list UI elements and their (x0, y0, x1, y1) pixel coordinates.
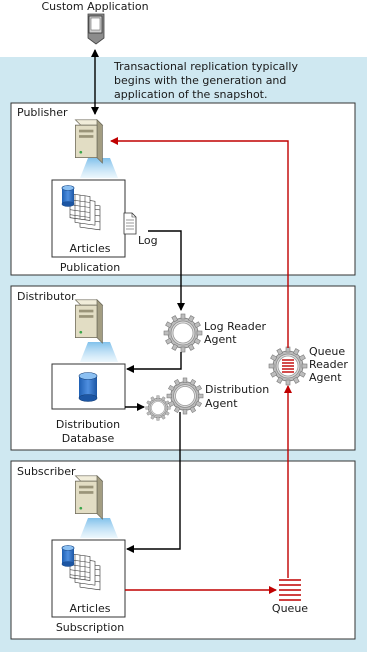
log-reader-line-2: Agent (204, 333, 237, 346)
subscriber-beam (80, 518, 118, 538)
distribution-agent-line-2: Agent (205, 397, 238, 410)
distributor-title: Distributor (17, 290, 76, 303)
distribution-db-line-1: Distribution (56, 418, 120, 431)
subscriber-articles-label: Articles (69, 602, 110, 615)
publisher-server-icon (74, 119, 103, 164)
database-icon (78, 372, 98, 402)
queue-reader-line-1: Queue (309, 345, 345, 358)
queue-reader-agent-gear-icon (268, 346, 308, 386)
subscriber-title: Subscriber (17, 465, 76, 478)
distribution-agent-line-1: Distribution (205, 383, 269, 396)
publisher-beam (80, 158, 118, 178)
distribution-agent-to-subscriber-arrow (126, 412, 181, 553)
queue-label: Queue (272, 602, 308, 615)
subscriber-server-icon (74, 475, 103, 520)
queue-reader-line-2: Reader (309, 358, 348, 371)
log-label: Log (138, 234, 158, 247)
custom-application-label: Custom Application (41, 0, 148, 13)
computer-icon (87, 13, 105, 45)
publication-label: Publication (60, 261, 120, 274)
subscription-label: Subscription (56, 621, 124, 634)
log-icon (123, 212, 137, 235)
queue-icon (279, 579, 301, 601)
note-line-1: Transactional replication typically (113, 60, 298, 73)
distributor-beam (80, 342, 118, 362)
log-reader-line-1: Log Reader (204, 320, 267, 333)
distributor-server-icon (74, 299, 103, 344)
note-line-2: begins with the generation and (114, 74, 286, 87)
queue-reader-to-publisher-arrow (110, 137, 289, 348)
publisher-articles-label: Articles (69, 242, 110, 255)
log-to-log-reader-arrow (148, 230, 185, 311)
log-reader-to-db-arrow (126, 352, 182, 373)
distribution-db-line-2: Database (62, 432, 115, 445)
note-line-3: application of the snapshot. (114, 88, 268, 101)
queue-reader-line-3: Agent (309, 371, 342, 384)
publisher-title: Publisher (17, 106, 68, 119)
